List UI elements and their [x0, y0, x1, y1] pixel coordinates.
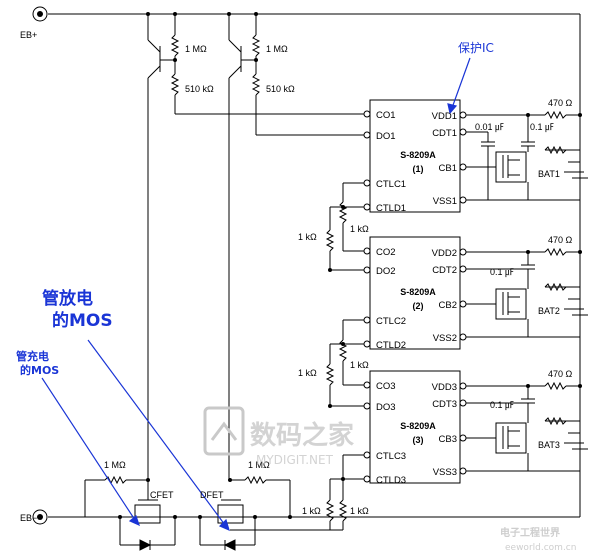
chip1-pin-ctld: CTLD1 [376, 203, 406, 214]
chip3-pin-ctld: CTLD3 [376, 475, 406, 486]
eb-minus-label: EB− [20, 513, 37, 523]
cap-c4-label: 0.1 ㎌ [490, 400, 514, 411]
discharge-mos-annotation-line2: 的MOS [52, 310, 113, 331]
resistor-470-3-label: 470 Ω [548, 369, 573, 379]
charge-mos-annotation-line2: 的MOS [20, 363, 59, 377]
resistor-bot2-label: 1 MΩ [248, 460, 270, 470]
chip2-pin-vss: VSS2 [433, 333, 457, 344]
battery-2-label: BAT2 [538, 306, 560, 316]
resistor-mid2-label: 510 kΩ [266, 84, 295, 94]
chip3-pin-cb: CB3 [439, 434, 457, 445]
chip3-index: (3) [413, 435, 424, 445]
chip3-pin-ctlc: CTLC3 [376, 451, 406, 462]
chip3-pin-co: CO3 [376, 381, 396, 392]
chip1-pin-cdt: CDT1 [432, 128, 457, 139]
chip1-pin-co: CO1 [376, 110, 396, 121]
cap-c2-label: 0.1 ㎌ [530, 122, 554, 133]
chip1-pin-vdd: VDD1 [432, 111, 457, 122]
discharge-mos-annotation-line1: 管放电 [42, 288, 93, 309]
chip1-name: S-8209A [400, 150, 436, 160]
resistor-1k-e-label: 1 kΩ [302, 506, 321, 516]
resistor-1k-d-label: 1 kΩ [350, 360, 369, 370]
charge-mos-annotation-line1: 管充电 [16, 349, 49, 363]
corner-watermark-url: eeworld.com.cn [505, 543, 576, 553]
resistor-1k-c-label: 1 kΩ [298, 368, 317, 378]
resistor-bot1-label: 1 MΩ [104, 460, 126, 470]
chip1-pin-cb: CB1 [439, 163, 457, 174]
watermark-text: 数码之家 [250, 420, 354, 451]
eb-plus-label: EB+ [20, 30, 37, 40]
chip3-name: S-8209A [400, 421, 436, 431]
chip1-index: (1) [413, 164, 424, 174]
chip1-pin-vss: VSS1 [433, 196, 457, 207]
dfet-label: DFET [200, 490, 224, 500]
chip3-pin-do: DO3 [376, 402, 396, 413]
resistor-470-1-label: 470 Ω [548, 98, 573, 108]
watermark-logo [203, 406, 245, 456]
cap-c1-label: 0.01 ㎌ [475, 122, 504, 133]
chip2-pin-vdd: VDD2 [432, 248, 457, 259]
cfet-label: CFET [150, 490, 174, 500]
chip3-pin-vdd: VDD3 [432, 382, 457, 393]
resistor-mid1-label: 510 kΩ [185, 84, 214, 94]
chip2-pin-co: CO2 [376, 247, 396, 258]
resistor-top1-label: 1 MΩ [185, 44, 207, 54]
watermark-url: MYDIGIT.NET [256, 453, 334, 467]
chip2-pin-cb: CB2 [439, 300, 457, 311]
battery-3-label: BAT3 [538, 440, 560, 450]
chip3-pin-vss: VSS3 [433, 467, 457, 478]
chip1-pin-ctlc: CTLC1 [376, 179, 406, 190]
chip1-pin-do: DO1 [376, 131, 396, 142]
chip3-pin-cdt: CDT3 [432, 399, 457, 410]
chip2-pin-ctld: CTLD2 [376, 340, 406, 351]
battery-1-label: BAT1 [538, 169, 560, 179]
cap-c3-label: 0.1 ㎌ [490, 267, 514, 278]
resistor-1k-f-label: 1 kΩ [350, 506, 369, 516]
chip2-pin-cdt: CDT2 [432, 265, 457, 276]
resistor-top2-label: 1 MΩ [266, 44, 288, 54]
protect-ic-annotation: 保护IC [458, 41, 494, 55]
chip2-pin-do: DO2 [376, 266, 396, 277]
corner-watermark-cn: 电子工程世界 [500, 526, 560, 539]
resistor-470-2-label: 470 Ω [548, 235, 573, 245]
resistor-1k-b-label: 1 kΩ [350, 224, 369, 234]
chip2-pin-ctlc: CTLC2 [376, 316, 406, 327]
resistor-1k-a-label: 1 kΩ [298, 232, 317, 242]
chip2-name: S-8209A [400, 287, 436, 297]
chip2-index: (2) [413, 301, 424, 311]
